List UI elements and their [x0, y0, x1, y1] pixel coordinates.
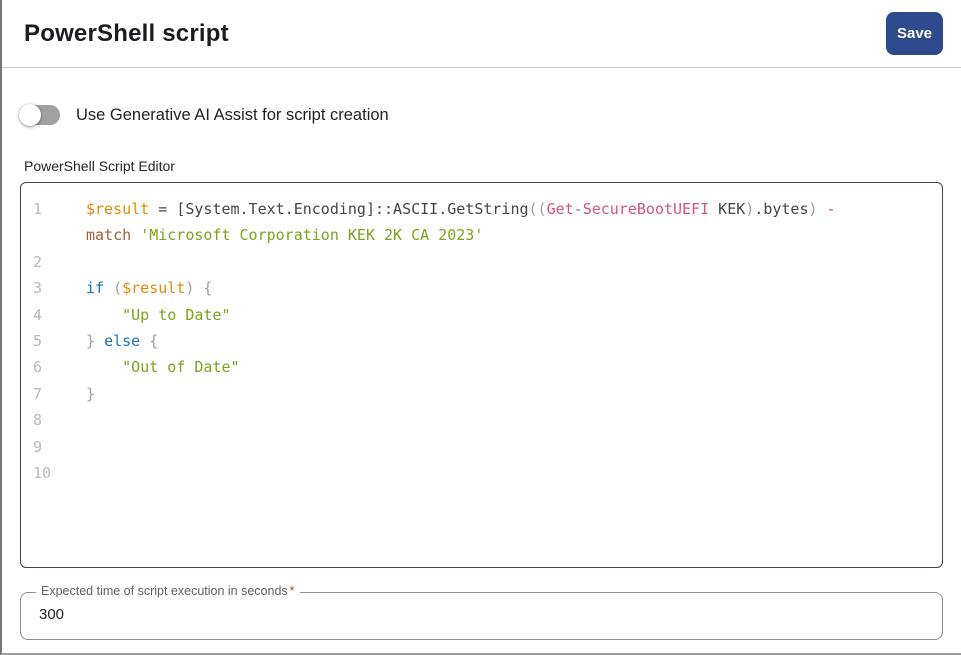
- page-title: PowerShell script: [24, 19, 229, 47]
- required-asterisk: *: [289, 584, 295, 598]
- line-number: 3: [33, 279, 43, 298]
- code-row: 9: [21, 434, 942, 460]
- line-number: 9: [33, 437, 43, 456]
- line-number: 1: [33, 200, 43, 218]
- line-number: 4: [33, 305, 43, 324]
- code-text: if ($result) {: [86, 279, 213, 298]
- header: PowerShell script Save: [2, 0, 961, 68]
- code-row: 8: [21, 407, 942, 433]
- save-button[interactable]: Save: [886, 12, 943, 55]
- execution-time-field: Expected time of script execution in sec…: [20, 584, 943, 640]
- editor-label: PowerShell Script Editor: [24, 158, 175, 174]
- code-row: match 'Microsoft Corporation KEK 2K CA 2…: [21, 222, 942, 248]
- line-number: 2: [33, 252, 43, 271]
- code-row: 1 $result = [System.Text.Encoding]::ASCII…: [21, 196, 942, 222]
- execution-time-input[interactable]: [39, 606, 920, 623]
- code-text: match 'Microsoft Corporation KEK 2K CA 2…: [86, 226, 484, 245]
- execution-time-label-text: Expected time of script execution in sec…: [41, 584, 288, 598]
- code-row: 10: [21, 460, 942, 486]
- execution-time-label: Expected time of script execution in sec…: [36, 584, 300, 598]
- code-text: "Out of Date": [122, 358, 240, 377]
- toggle-label: Use Generative AI Assist for script crea…: [76, 105, 389, 124]
- code-text: "Up to Date": [122, 305, 231, 324]
- line-number: 7: [33, 384, 43, 403]
- line-number: 8: [33, 411, 43, 430]
- code-text: }: [86, 384, 96, 403]
- code-row: 4 "Up to Date": [21, 302, 942, 328]
- code-text: } else {: [86, 331, 159, 350]
- code-row: 5 } else {: [21, 328, 942, 354]
- code-text: $result = [System.Text.Encoding]::ASCII.…: [86, 200, 836, 218]
- script-editor[interactable]: 1 $result = [System.Text.Encoding]::ASCII…: [20, 182, 943, 568]
- line-number: 10: [33, 463, 52, 482]
- generative-ai-toggle[interactable]: [19, 104, 60, 126]
- toggle-knob-icon: [19, 104, 41, 126]
- ai-assist-toggle-row: Use Generative AI Assist for script crea…: [19, 104, 961, 126]
- line-number: [21, 222, 86, 248]
- code-row: 7}: [21, 381, 942, 407]
- code-row: 3 if ($result) {: [21, 275, 942, 301]
- code-row: 6 "Out of Date": [21, 354, 942, 380]
- code-lines: 1 $result = [System.Text.Encoding]::ASCII…: [21, 196, 942, 486]
- line-number: 5: [33, 331, 43, 350]
- line-number: 6: [33, 358, 43, 377]
- code-row: 2: [21, 249, 942, 275]
